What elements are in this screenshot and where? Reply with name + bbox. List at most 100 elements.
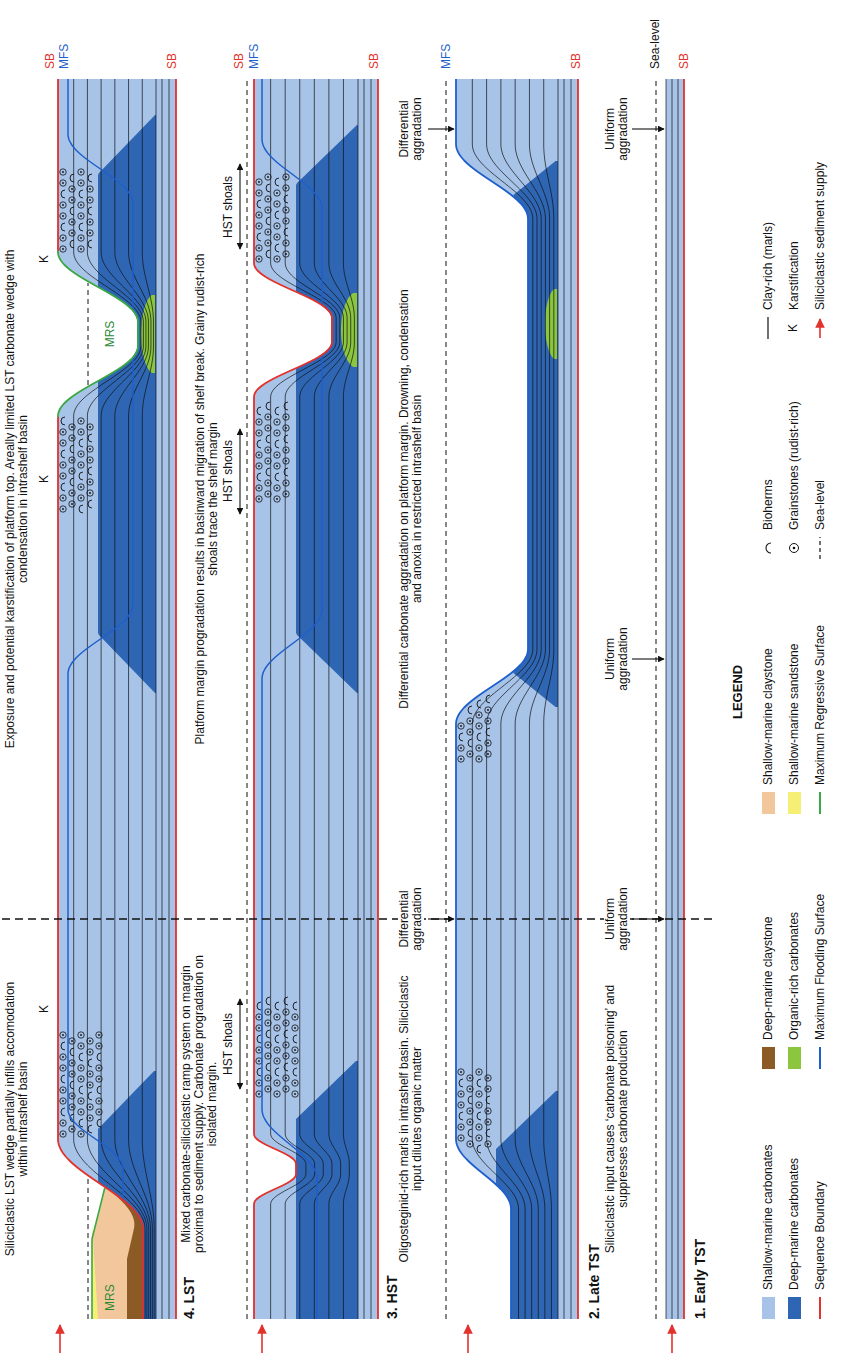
- grainstone-symbol: [793, 547, 796, 550]
- grainstone-symbol: [71, 1128, 73, 1130]
- grainstone-symbol: [283, 240, 289, 246]
- grainstone-symbol: [267, 1055, 269, 1057]
- grainstone-symbol: [487, 1121, 489, 1123]
- grainstone-symbol: [292, 1025, 298, 1031]
- grainstone-symbol: [285, 187, 287, 189]
- grainstone-symbol: [267, 482, 269, 484]
- grainstone-symbol: [258, 487, 260, 489]
- sea-level-line: [819, 537, 820, 559]
- grainstone-symbol: [276, 421, 278, 423]
- legend-item: Grainstones (rudist-rich): [786, 401, 802, 559]
- bed-line: [101, 79, 149, 1319]
- grainstone-symbol: [98, 1078, 100, 1080]
- surface-label: MRS: [104, 321, 117, 348]
- grainstone-symbol: [274, 1025, 280, 1031]
- grainstone-symbol: [283, 1020, 289, 1026]
- aggradation-label: Uniform aggradation: [604, 89, 630, 169]
- bioherm-symbol: [70, 240, 74, 248]
- grainstone-symbol: [69, 1038, 75, 1044]
- sea-level-line: [247, 79, 248, 1319]
- grainstone-symbol: [476, 1069, 482, 1075]
- grainstone-symbol: [265, 1020, 271, 1026]
- bed-line: [364, 79, 365, 1319]
- legend-label: Siliciclastic sediment supply: [814, 162, 827, 310]
- bioherm-symbol: [88, 1092, 92, 1100]
- bioherm-symbol: [61, 417, 65, 425]
- bioherm-symbol: [275, 407, 279, 415]
- grainstone-symbol: [283, 1086, 289, 1092]
- grainstone-symbol: [267, 1022, 269, 1024]
- flooding-surface: [262, 79, 332, 1319]
- grainstone-symbol: [283, 447, 289, 453]
- grainstone-symbol: [460, 1126, 462, 1128]
- grainstone-symbol: [62, 171, 64, 173]
- grainstone-symbol: [78, 462, 84, 468]
- grainstone-symbol: [71, 221, 73, 223]
- grainstone-symbol: [478, 1137, 480, 1139]
- grainstone-symbol: [87, 479, 93, 485]
- grainstone-symbol: [478, 1093, 480, 1095]
- grainstone-symbol: [78, 1098, 84, 1104]
- aggradation-arrow: [632, 658, 664, 659]
- grainstone-symbol: [485, 1075, 491, 1081]
- grainstone-symbol: [80, 237, 82, 239]
- legend-swatch: [788, 1297, 801, 1319]
- sequence-boundary: [58, 79, 143, 1319]
- grainstone-symbol: [283, 458, 289, 464]
- grainstone-symbol: [276, 432, 278, 434]
- grainstone-symbol: [62, 475, 64, 477]
- grainstone-symbol: [87, 230, 93, 236]
- grainstone-symbol: [87, 219, 93, 225]
- shallow-carbonate-fill: [666, 79, 684, 1319]
- grainstone-symbol: [60, 462, 66, 468]
- grainstone-symbol: [274, 452, 280, 458]
- grainstone-symbol: [267, 1088, 269, 1090]
- karst-symbol: K: [38, 475, 51, 483]
- bioherm-symbol: [284, 468, 288, 476]
- grainstone-symbol: [71, 199, 73, 201]
- grainstone-symbol: [265, 447, 271, 453]
- surface-label: MFS: [58, 44, 71, 69]
- sea-level-label: Sea-level: [649, 19, 662, 69]
- legend-sample: [787, 537, 801, 559]
- bioherm-symbol: [459, 1112, 463, 1120]
- bed-line: [672, 79, 673, 1319]
- grainstone-symbol: [87, 186, 93, 192]
- grainstone-symbol: [71, 459, 73, 461]
- bioherm-symbol: [293, 1002, 297, 1010]
- grainstone-symbol: [274, 1047, 280, 1053]
- grainstone-symbol: [467, 1141, 473, 1147]
- grainstone-symbol: [258, 465, 260, 467]
- grainstone-symbol: [98, 1045, 100, 1047]
- grainstone-symbol: [62, 237, 64, 239]
- grainstone-symbol: [78, 1076, 84, 1082]
- process-note: Siliciclastic LST wedge partially infill…: [4, 969, 30, 1269]
- bioherm-symbol: [468, 1129, 472, 1137]
- bed-line: [564, 79, 565, 1319]
- bioherm-symbol: [275, 1035, 279, 1043]
- panel-section: [247, 79, 378, 1353]
- grainstone-symbol: [62, 1089, 64, 1091]
- grainstone-symbol: [267, 1044, 269, 1046]
- process-note: Differential carbonate aggradation on pl…: [398, 289, 424, 709]
- grainstone-symbol: [96, 1076, 102, 1082]
- bed-line: [501, 79, 541, 1319]
- grainstone-symbol: [78, 429, 84, 435]
- grainstone-symbol: [78, 1109, 84, 1115]
- grainstone-symbol: [276, 454, 278, 456]
- bed-line: [487, 79, 537, 1319]
- grainstone-symbol: [78, 1065, 84, 1071]
- grainstone-symbol: [256, 1025, 262, 1031]
- grainstone-symbol: [256, 256, 262, 262]
- supply-arrow: [467, 1325, 469, 1353]
- grainstone-symbol: [292, 1091, 298, 1097]
- bioherm-symbol: [275, 1002, 279, 1010]
- shoal-extent-arrow: [239, 999, 240, 1089]
- bioherm-symbol: [88, 174, 92, 182]
- grainstone-symbol: [285, 1077, 287, 1079]
- grainstone-symbol: [98, 1034, 100, 1036]
- sea-level-line: [446, 79, 447, 1319]
- grainstone-symbol: [476, 756, 482, 762]
- grainstone-symbol: [62, 1067, 64, 1069]
- grainstone-symbol: [485, 718, 491, 724]
